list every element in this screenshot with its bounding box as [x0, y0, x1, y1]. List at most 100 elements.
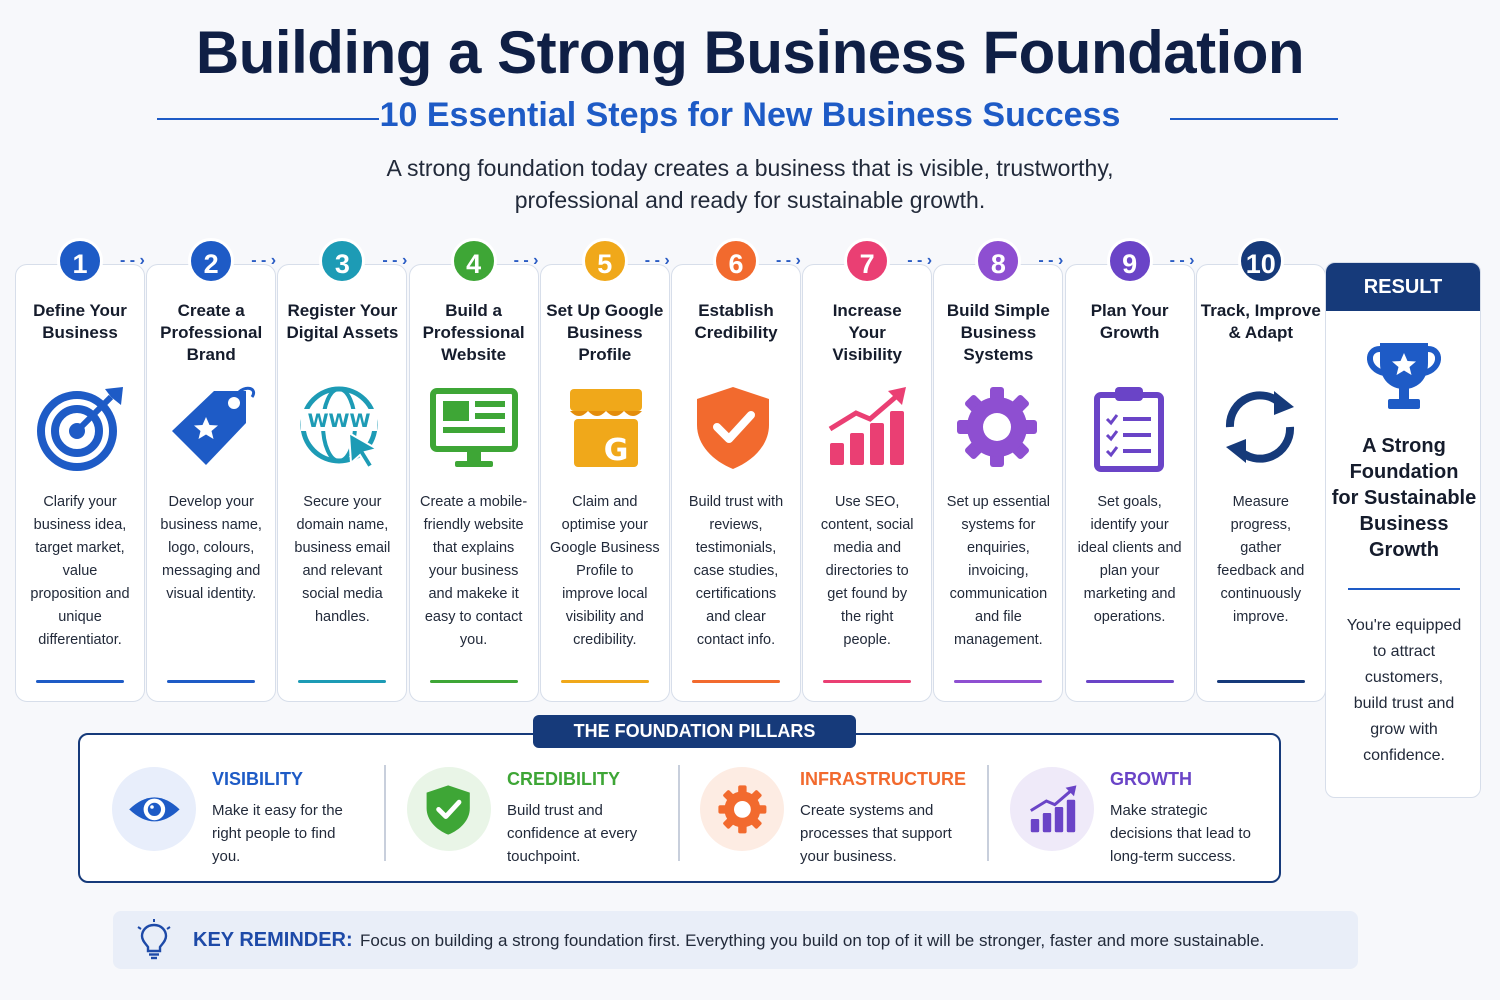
step-description-line: Profile to [576, 563, 634, 579]
arrow-right-icon: - - › [776, 252, 801, 269]
step-number-badge: 3 [319, 238, 366, 284]
step-description-line: Measure [1232, 494, 1289, 510]
step-title-line: Build Simple [946, 301, 1050, 320]
growth-chart-icon [1030, 785, 1077, 833]
step-card [408, 264, 539, 702]
step-title-line: Set Up Google [546, 301, 664, 320]
step-accent-bar [1216, 680, 1305, 683]
step-title-line: Define Your [33, 301, 127, 320]
step-number-badge: 9 [1106, 238, 1153, 284]
step-title-line: Digital Assets [286, 323, 399, 342]
step-number-badge: 6 [713, 238, 759, 284]
step-accent-bar [560, 680, 649, 683]
step-description-line: and relevant [302, 563, 383, 579]
pillar-text-line: Create systems and [800, 802, 934, 819]
step-title-line: Brand [186, 345, 236, 364]
subtitle-divider-right [1170, 118, 1338, 120]
globe-www-icon: WWW [300, 386, 381, 470]
step-description-line: and makeke it [428, 586, 519, 602]
step-title-line: Credibility [694, 323, 778, 342]
svg-text:WWW: WWW [308, 410, 371, 432]
arrow-right-icon: - - › [1169, 252, 1195, 269]
step-title-line: Increase [832, 301, 902, 320]
step-title-line: Register Your [287, 301, 398, 320]
step-description-line: plan your [1099, 563, 1160, 579]
eye-icon [129, 797, 180, 822]
step-number-badge: 1 [57, 238, 103, 284]
step-title-line: Business [42, 323, 118, 342]
pillar-icon-circle [1010, 767, 1094, 851]
result-text-line: You're equipped [1346, 617, 1462, 634]
step-title-line: Plan Your [1090, 301, 1169, 320]
page-subtitle: 10 Essential Steps for New Business Succ… [379, 96, 1121, 134]
step-title-line: Growth [1099, 323, 1160, 342]
step-description-line: easy to contact [424, 609, 523, 625]
step-description-line: visual identity. [166, 586, 257, 602]
step-description-line: ideal clients and [1077, 540, 1182, 556]
step-description-line: Create a mobile- [420, 494, 528, 510]
clipboard-icon [1093, 387, 1164, 472]
result-text-line: to attract [1372, 643, 1436, 660]
lightbulb-icon [137, 919, 171, 960]
step-description-line: directories to [825, 563, 909, 579]
pillar-text-line: Make it easy for the [212, 802, 343, 819]
step-description-line: business idea, [33, 517, 127, 533]
step-description-line: Develop your [168, 494, 254, 510]
step-title-line: Build a [445, 301, 502, 320]
result-title-line: Foundation [1349, 461, 1459, 483]
step-title-line: Website [441, 345, 507, 364]
step-description-line: credibility. [573, 632, 637, 648]
step-card [933, 264, 1064, 702]
svg-text:G: G [603, 433, 628, 468]
pillar-text-line: long-term success. [1110, 848, 1236, 865]
result-text-line: grow with [1370, 721, 1438, 738]
step-description-line: social media [302, 586, 383, 602]
result-title-line: A Strong [1362, 435, 1446, 457]
step-accent-bar [954, 680, 1043, 683]
step-description-line: case studies, [693, 563, 779, 579]
step-description-line: handles. [314, 609, 370, 625]
step-description-line: contact info. [696, 632, 776, 648]
pillar-divider [384, 765, 386, 861]
step-description-line: the right [840, 609, 894, 625]
step-card [15, 264, 145, 702]
step-description-line: Set up essential [946, 494, 1050, 510]
growth-chart-icon [828, 387, 907, 465]
step-description-line: Google Business [549, 540, 660, 556]
step-description-line: that explains [432, 540, 515, 556]
step-number-badge: 8 [975, 238, 1022, 284]
step-description-line: unique [58, 609, 102, 625]
intro-line: professional and ready for sustainable g… [514, 187, 986, 213]
step-description-line: reviews, [709, 517, 763, 533]
step-description-line: friendly website [423, 517, 524, 533]
step-title-line: Business [960, 323, 1037, 342]
shield-check-icon [697, 387, 769, 469]
step-number-badge: 4 [450, 238, 497, 284]
step-description-line: value [62, 563, 98, 579]
pillar-text-line: Make strategic [1110, 802, 1208, 819]
step-title-line: Business [567, 323, 643, 342]
step-accent-bar [1085, 680, 1174, 683]
pillar-text-line: right people to find [212, 825, 336, 842]
pillar-text-line: touchpoint. [507, 848, 581, 865]
pillar-heading: GROWTH [1110, 769, 1192, 789]
gear-icon [957, 387, 1038, 467]
step-accent-bar [823, 680, 912, 683]
step-description-line: Claim and [572, 494, 638, 510]
pillar-heading: INFRASTRUCTURE [800, 769, 966, 789]
arrow-right-icon: - - › [1038, 252, 1064, 269]
